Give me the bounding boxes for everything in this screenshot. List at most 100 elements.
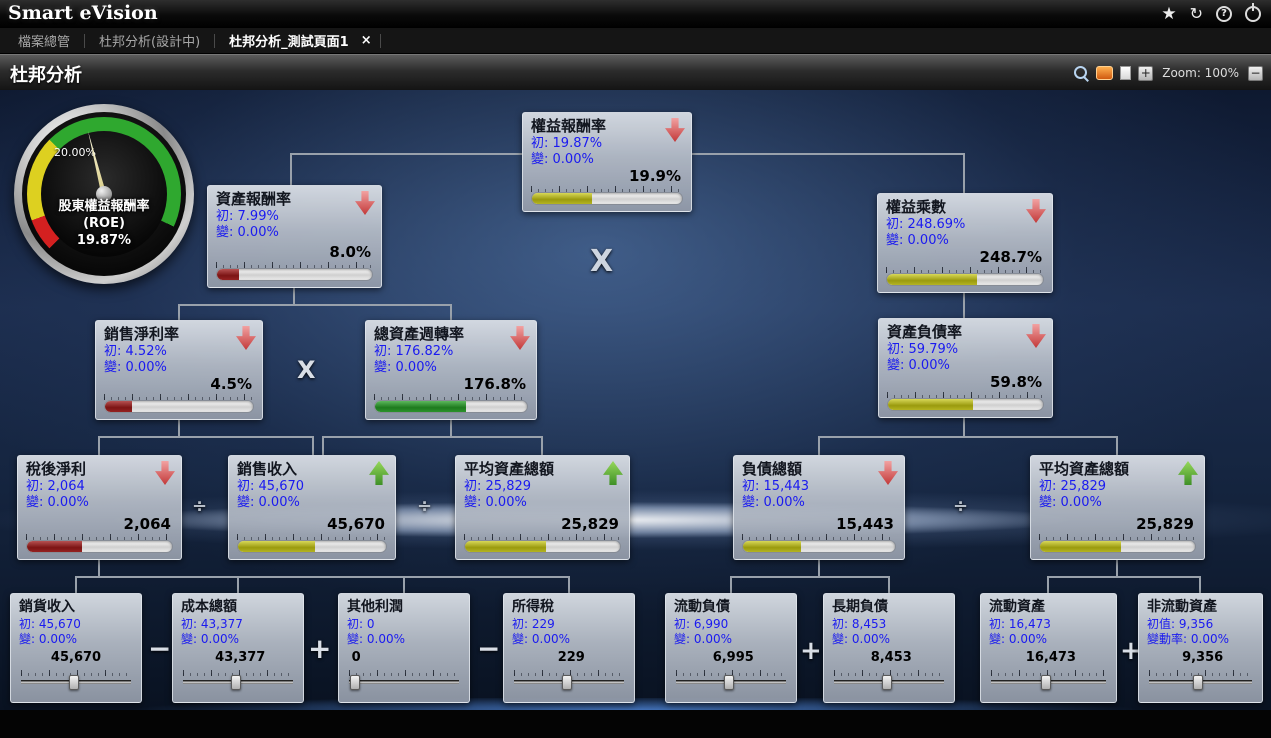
slider-track[interactable] [183,675,293,690]
slider-thumb[interactable] [68,675,79,690]
metric-card-longterm-liabilities[interactable]: 長期負債 初: 8,453 變: 0.00% 8,453 [823,593,955,703]
metric-card-total-cost[interactable]: 成本總額 初: 43,377 變: 0.00% 43,377 [172,593,304,703]
change-label: 變: [26,495,44,510]
slider-track[interactable] [514,675,624,690]
init-label: 初: [742,479,760,494]
connector-line [963,418,965,438]
init-line: 初: 7.99% [216,209,373,225]
slider-track[interactable] [676,675,786,690]
metric-card-sales[interactable]: 銷售收入 初: 45,670 變: 0.00% 45,670 [228,455,396,560]
init-line: 初值: 9,356 [1147,617,1254,632]
metric-card-roa[interactable]: 資產報酬率 初: 7.99% 變: 0.00% 8.0% [207,185,382,288]
operator-divide: ÷ [953,496,969,517]
card-title: 流動負債 [674,599,730,615]
slider-value: 0 [351,650,361,665]
slider-track[interactable] [991,675,1106,690]
slider-thumb[interactable] [349,675,360,690]
card-value: 25,829 [561,515,619,533]
metric-card-income-tax[interactable]: 所得稅 初: 229 變: 0.00% 229 [503,593,635,703]
connector-line [818,560,820,578]
tab-close-icon[interactable]: × [360,33,372,48]
card-title: 權益報酬率 [531,117,607,135]
metric-card-asset-turnover[interactable]: 總資產週轉率 初: 176.82% 變: 0.00% 176.8% [365,320,537,420]
document-icon[interactable] [1120,66,1132,80]
slider-thumb[interactable] [561,675,572,690]
change-value: 0.00% [200,632,239,646]
metric-card-avg-total-assets-right[interactable]: 平均資產總額 初: 25,829 變: 0.00% 25,829 [1030,455,1205,560]
metric-card-net-profit[interactable]: 稅後淨利 初: 2,064 變: 0.00% 2,064 [17,455,182,560]
refresh-icon[interactable]: ↻ [1189,4,1203,23]
power-icon[interactable] [1245,3,1261,22]
slider-track[interactable] [21,675,131,690]
change-label: 變: [19,632,36,646]
metric-card-other-profit[interactable]: 其他利潤 初: 0 變: 0.00% 0 [338,593,470,703]
init-label: 初: [181,617,198,631]
help-icon[interactable]: ? [1216,6,1232,22]
slider-thumb[interactable] [1041,675,1052,690]
connector-line [98,436,100,456]
card-title: 流動資產 [989,599,1045,615]
slider-thumb[interactable] [881,675,892,690]
capture-icon[interactable] [1096,66,1114,80]
init-label: 初值: [1147,617,1176,631]
tab-dupont-testpage[interactable]: 杜邦分析_測試頁面1 [229,35,349,50]
metric-card-avg-total-assets-left[interactable]: 平均資產總額 初: 25,829 變: 0.00% 25,829 [455,455,630,560]
change-value: 0.00% [763,495,805,510]
connector-line [403,576,405,594]
metric-card-total-debt[interactable]: 負債總額 初: 15,443 變: 0.00% 15,443 [733,455,905,560]
metric-card-equity-multiplier[interactable]: 權益乘數 初: 248.69% 變: 0.00% 248.7% [877,193,1053,293]
connector-line [450,304,452,321]
slider-track[interactable] [1149,675,1252,690]
progress-bar [886,273,1044,286]
progress-bar [1039,540,1196,553]
init-label: 初: [886,217,904,232]
favorite-icon[interactable]: ★ [1161,3,1177,24]
metric-card-current-assets[interactable]: 流動資產 初: 16,473 變: 0.00% 16,473 [980,593,1117,703]
gauge-metric-name: 股東權益報酬率 [58,199,150,214]
zoom-in-button[interactable]: + [1138,65,1154,81]
init-line: 初: 6,990 [674,617,788,632]
change-line: 變: 0.00% [742,495,896,511]
init-value: 176.82% [395,344,454,359]
change-label: 變: [347,632,364,646]
card-value: 4.5% [210,375,252,393]
init-line: 初: 4.52% [104,344,254,360]
init-line: 初: 0 [347,617,461,632]
slider-thumb[interactable] [230,675,241,690]
metric-card-sales-revenue[interactable]: 銷貨收入 初: 45,670 變: 0.00% 45,670 [10,593,142,703]
slider-thumb[interactable] [723,675,734,690]
change-value: 0.00% [366,632,405,646]
magnifier-icon[interactable] [1073,65,1089,81]
metric-card-roe[interactable]: 權益報酬率 初: 19.87% 變: 0.00% 19.9% [522,112,692,212]
connector-line [178,304,180,321]
init-line: 初: 43,377 [181,617,295,632]
tab-separator [84,33,86,48]
change-value: 0.00% [1008,632,1047,646]
change-value: 0.00% [531,632,570,646]
metric-card-noncurrent-assets[interactable]: 非流動資產 初值: 9,356 變動率: 0.00% 9,356 [1138,593,1263,703]
slider-track[interactable] [834,675,944,690]
change-label: 變: [1039,495,1057,510]
tab-file-explorer[interactable]: 檔案總管 [18,35,71,50]
slider-thumb[interactable] [1193,675,1204,690]
init-label: 初: [989,617,1006,631]
init-label: 初: [512,617,529,631]
slider-track[interactable] [349,675,459,690]
connector-line [818,436,820,456]
metric-card-debt-ratio[interactable]: 資產負債率 初: 59.79% 變: 0.00% 59.8% [878,318,1053,418]
slider-ruler [514,670,624,676]
progress-fill [238,541,315,552]
metric-card-net-profit-margin[interactable]: 銷售淨利率 初: 4.52% 變: 0.00% 4.5% [95,320,263,420]
value-slider: 229 [512,650,626,696]
metric-card-current-liabilities[interactable]: 流動負債 初: 6,990 變: 0.00% 6,995 [665,593,797,703]
init-label: 初: [674,617,691,631]
change-label: 變: [374,360,392,375]
zoom-out-button[interactable]: − [1248,65,1263,81]
init-value: 7.99% [237,209,279,224]
init-label: 初: [531,136,549,151]
card-title: 權益乘數 [886,198,947,216]
progress-fill [105,401,132,412]
tab-dupont-designing[interactable]: 杜邦分析(設計中) [99,35,201,50]
card-value: 45,670 [327,515,385,533]
change-label: 變: [886,233,904,248]
